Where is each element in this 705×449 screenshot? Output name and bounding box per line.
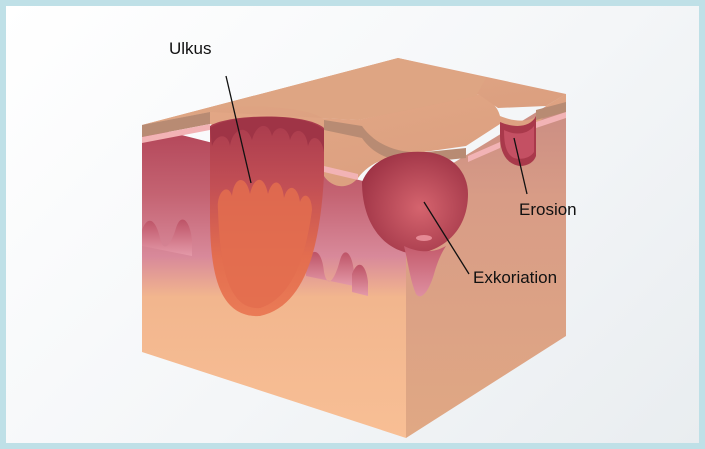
ulkus-label: Ulkus bbox=[169, 39, 212, 58]
erosion-label: Erosion bbox=[519, 200, 577, 219]
exkoriation-label: Exkoriation bbox=[473, 268, 557, 287]
skin-lesion-diagram: Ulkus Erosion Exkoriation bbox=[6, 6, 699, 443]
